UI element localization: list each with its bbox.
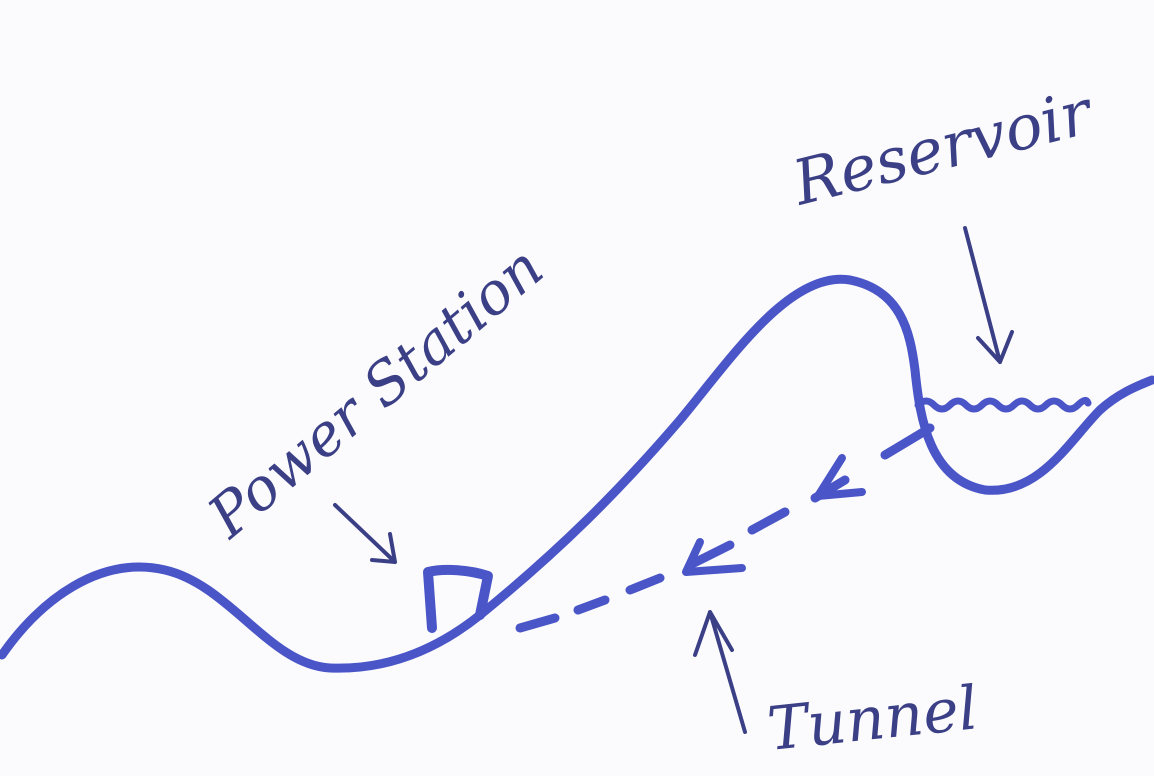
reservoir-pointer-arrow — [963, 226, 1014, 364]
tunnel-label: Tunnel — [764, 673, 981, 765]
tunnel-pointer-arrow — [693, 610, 747, 734]
reservoir-water-surface — [914, 396, 1092, 413]
power-station-label: Power Station — [195, 233, 556, 552]
tunnel-flow-arrowhead — [814, 454, 866, 500]
power-station-building — [423, 564, 493, 633]
power-station-pointer-arrow — [333, 503, 397, 564]
tunnel-line — [515, 423, 935, 633]
terrain-line — [0, 274, 1154, 673]
tunnel-flow-arrowhead — [682, 538, 746, 576]
reservoir-label: Reservoir — [785, 75, 1101, 220]
